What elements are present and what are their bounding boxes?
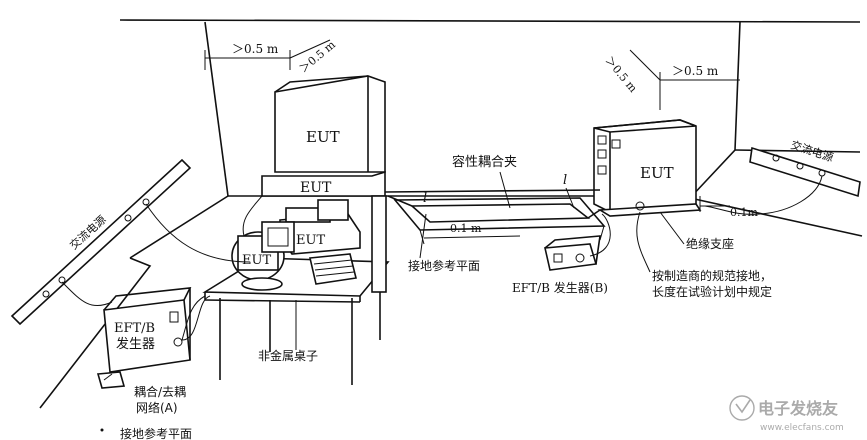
eut-small: EUT xyxy=(296,233,325,248)
length-l-left: l xyxy=(423,191,427,206)
eut-stack-left: EUT EUT xyxy=(261,75,386,197)
grounding-note-2: 长度在试验计划中规定 xyxy=(652,284,772,299)
eft-generator-a-2: 发生器 xyxy=(116,336,155,352)
ground-plane-mid-label: 接地参考平面 xyxy=(408,258,480,273)
right-annotations: 0.1m 绝缘支座 按制造商的规范接地， 长度在试验计划中规定 xyxy=(636,196,772,299)
eut-small-box: EUT xyxy=(279,199,361,255)
eut-top-left: EUT xyxy=(306,128,340,146)
dist-right: 0.1m xyxy=(730,206,758,219)
watermark-text: 电子发烧友 xyxy=(758,399,839,418)
ac-power-right: 交流电源 xyxy=(789,138,835,165)
ac-power-strip-right: 交流电源 xyxy=(704,138,861,215)
insulating-support: 绝缘支座 xyxy=(686,236,734,251)
dim-right: ＞0.5 m ＞0.5 m xyxy=(602,49,740,110)
cdn-label-1: 耦合/去耦 xyxy=(134,384,186,399)
dim-left-v: ＞0.5 m xyxy=(297,38,338,76)
eut-right: EUT xyxy=(640,164,674,182)
dist-clamp: 0.1 m xyxy=(450,222,482,235)
ground-plane-bottom: 接地参考平面 xyxy=(120,426,192,440)
eft-generator-b: EFT/B 发生器(B) xyxy=(512,213,611,295)
keyboard xyxy=(309,253,357,285)
non-metal-table-label: 非金属桌子 xyxy=(258,348,318,363)
grounding-note-1: 按制造商的规范接地， xyxy=(652,268,772,283)
capacitive-clamp-label: 容性耦合夹 xyxy=(452,154,517,170)
dim-left: ＞0.5 m ＞0.5 m xyxy=(204,38,338,76)
cables xyxy=(181,189,601,341)
dim-left-h: ＞0.5 m xyxy=(232,42,279,56)
watermark: 电子发烧友 www.elecfans.com xyxy=(729,395,844,433)
eft-generator-a-1: EFT/B xyxy=(114,321,155,336)
watermark-url: www.elecfans.com xyxy=(760,423,844,433)
dim-right-h: ＞0.5 m xyxy=(672,64,719,78)
eut-right-unit: EUT xyxy=(593,119,702,217)
eft-generator-b-label: EFT/B 发生器(B) xyxy=(512,280,608,295)
table-annotation: 非金属桌子 xyxy=(258,300,318,363)
dim-right-v: ＞0.5 m xyxy=(602,54,640,95)
cdn-label-2: 网络(A) xyxy=(136,400,178,415)
ground-plane-mid xyxy=(387,195,606,245)
eut-monitor-label: EUT xyxy=(242,253,271,268)
eut-mid-left: EUT xyxy=(300,180,332,196)
eut-monitor: EUT xyxy=(231,221,295,291)
length-l-right: l xyxy=(563,173,567,188)
eft-generator-a: EFT/B 发生器 耦合/去耦 网络(A) 接地参考平面 xyxy=(96,287,211,440)
capacitive-clamp: 容性耦合夹 l l 0.1 m 接地参考平面 xyxy=(408,154,575,273)
